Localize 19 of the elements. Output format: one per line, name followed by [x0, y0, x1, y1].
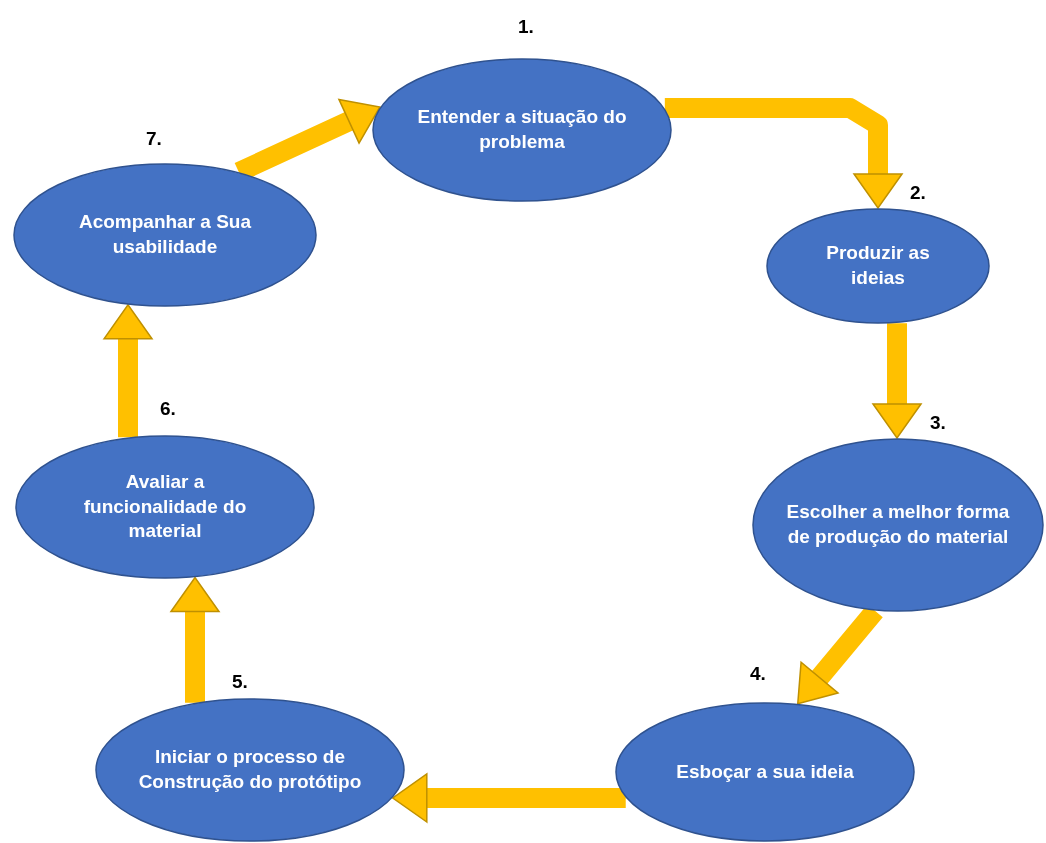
step-label: Escolher a melhor forma de produção do material: [785, 500, 1011, 549]
step-number: 4.: [750, 663, 766, 685]
step-label: Produzir as ideias: [825, 241, 931, 290]
step-number: 2.: [910, 182, 926, 204]
step-number: 6.: [160, 398, 176, 420]
block-arrow: [664, 98, 903, 209]
step-label: Avaliar a funcionalidade do material: [82, 469, 248, 544]
step-number: 3.: [930, 412, 946, 434]
step-label: Esboçar a sua ideia: [675, 759, 855, 784]
block-arrow: [392, 773, 626, 823]
step-label: Acompanhar a Sua usabilidade: [77, 210, 253, 259]
block-arrow: [872, 323, 922, 439]
step-label: Entender a situação do problema: [416, 105, 628, 154]
step-number: 7.: [146, 128, 162, 150]
step-number: 5.: [232, 671, 248, 693]
step-label: Iniciar o processo de Construção do protótipo: [137, 745, 363, 794]
block-arrow: [170, 576, 220, 703]
step-number: 1.: [518, 16, 534, 38]
block-arrow: [103, 304, 153, 438]
